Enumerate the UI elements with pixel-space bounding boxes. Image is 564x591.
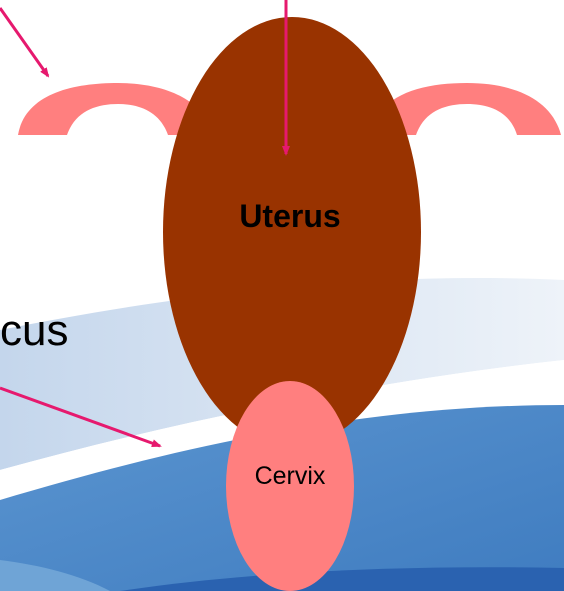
partial-cut-off-label: cus bbox=[0, 306, 68, 356]
cervix-label: Cervix bbox=[210, 462, 370, 491]
arrow-to-left-tube bbox=[0, 8, 48, 76]
uterus-label: Uterus bbox=[190, 198, 390, 235]
